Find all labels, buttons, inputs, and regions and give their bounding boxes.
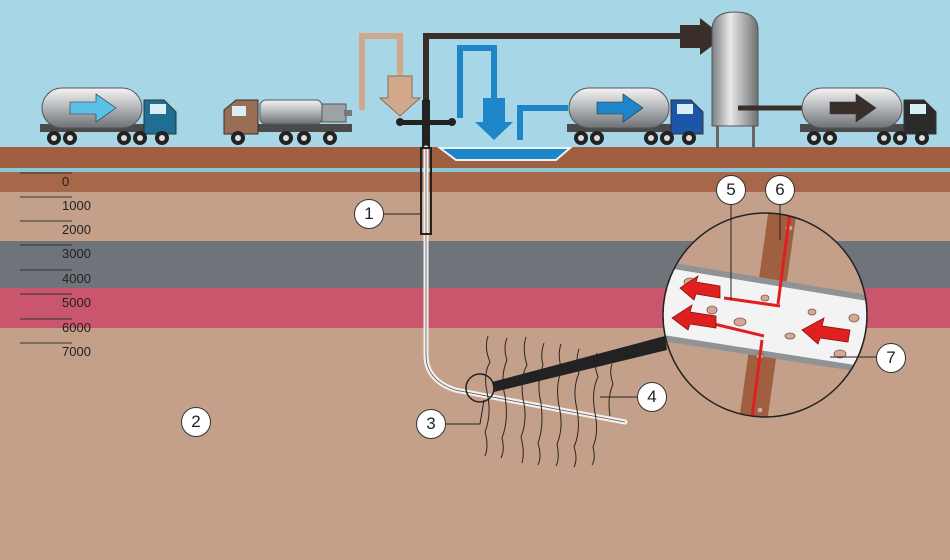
water-pond [437,147,573,161]
wellhead [396,99,456,148]
product-tanker [800,87,937,145]
well-bore-outline [425,148,626,423]
callout-leaders [384,203,876,425]
aquifer-line [0,168,950,172]
flow-arrow-3 [801,317,851,345]
water-pipe [457,45,497,118]
callout-6: 6 [765,175,795,205]
callout-2: 2 [181,407,211,437]
callout-7: 7 [876,343,906,373]
depth-label-0: 0 [62,174,70,189]
callout-5: 5 [716,175,746,205]
depth-label-7000: 7000 [62,344,91,359]
cargo-arrow [69,93,117,123]
depth-label-3000: 3000 [62,246,91,261]
soil-layer-2 [0,172,950,192]
flow-arrow-1 [679,275,721,301]
storage-silo [711,11,759,148]
depth-label-4000: 4000 [62,271,91,286]
callout-1: 1 [354,199,384,229]
flow-arrow-2 [671,304,717,331]
callout-3: 3 [416,409,446,439]
trucks [40,87,937,145]
blue-tanker [567,87,704,145]
depth-label-6000: 6000 [62,320,91,335]
product-pipe [423,33,685,100]
callout-4: 4 [637,382,667,412]
sand-pipe [359,33,403,110]
zoom-beam [492,336,667,392]
product-arrow-to-silo [680,18,724,55]
pond-pipe [517,105,568,140]
cargo-arrow [829,93,877,123]
magnified-view [663,213,867,417]
magnifier-rim [662,212,868,418]
casing [420,147,432,235]
cargo-arrow [596,93,644,123]
depth-label-1000: 1000 [62,198,91,213]
sand-truck [223,99,352,145]
depth-label-5000: 5000 [62,295,91,310]
sand-down-arrow [378,75,422,117]
water-tanker [40,87,177,145]
depth-label-2000: 2000 [62,222,91,237]
water-down-arrow [475,98,513,140]
depth-ticks [20,172,72,344]
